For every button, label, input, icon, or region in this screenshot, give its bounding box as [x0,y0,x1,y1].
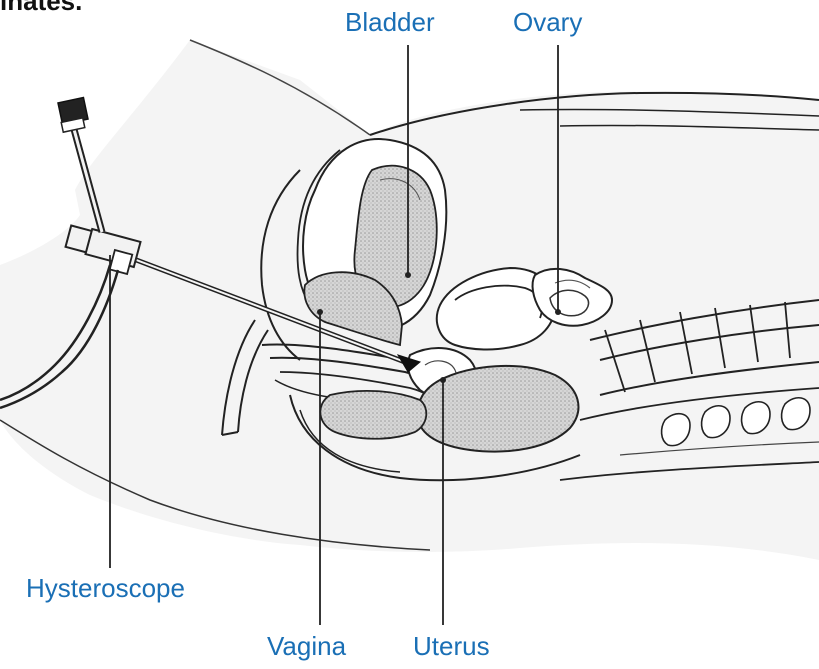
label-hysteroscope: Hysteroscope [26,575,185,601]
label-ovary: Ovary [513,9,582,35]
label-uterus: Uterus [413,633,490,659]
label-vagina: Vagina [267,633,346,659]
label-bladder: Bladder [345,9,435,35]
